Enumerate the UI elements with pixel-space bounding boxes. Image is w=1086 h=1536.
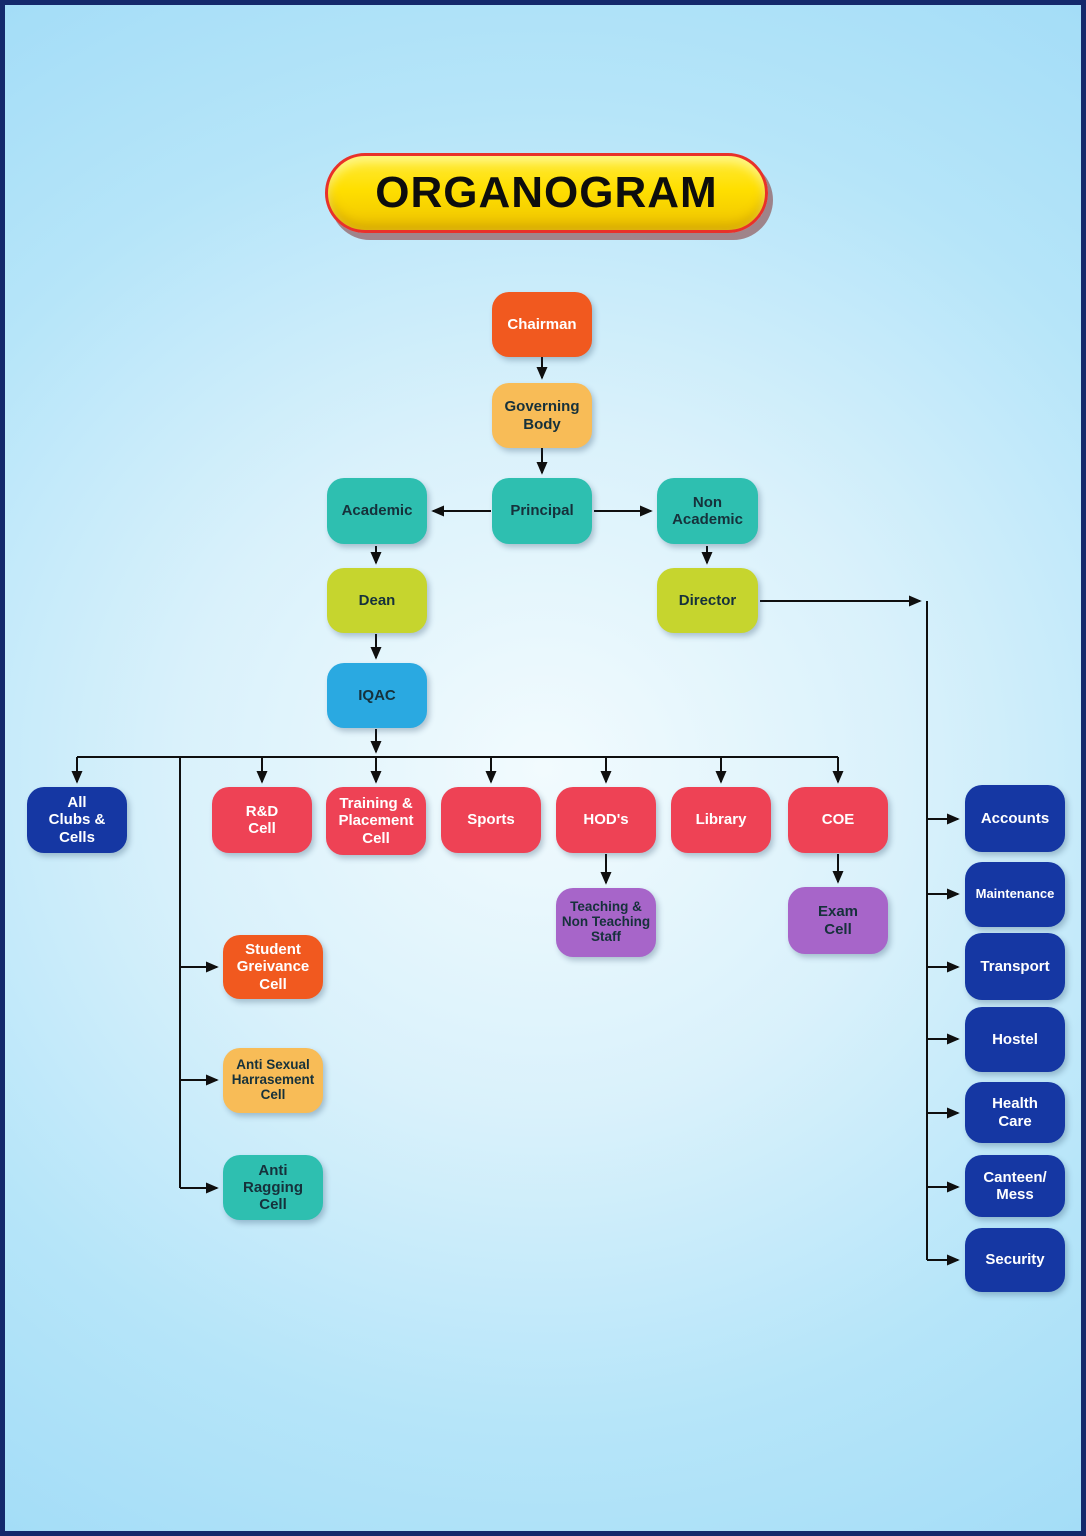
node-coe: COE	[788, 787, 888, 853]
node-chairman: Chairman	[492, 292, 592, 357]
node-sports: Sports	[441, 787, 541, 853]
node-library: Library	[671, 787, 771, 853]
node-maintenance: Maintenance	[965, 862, 1065, 927]
node-health-care: Health Care	[965, 1082, 1065, 1143]
node-accounts: Accounts	[965, 785, 1065, 852]
node-canteen-mess: Canteen/ Mess	[965, 1155, 1065, 1217]
node-rnd-cell: R&D Cell	[212, 787, 312, 853]
node-hods: HOD's	[556, 787, 656, 853]
node-non-academic: Non Academic	[657, 478, 758, 544]
node-teaching-non-teaching-staff: Teaching & Non Teaching Staff	[556, 888, 656, 957]
node-security: Security	[965, 1228, 1065, 1292]
node-hostel: Hostel	[965, 1007, 1065, 1072]
node-anti-sexual-harassment-cell: Anti Sexual Harrasement Cell	[223, 1048, 323, 1113]
node-director: Director	[657, 568, 758, 633]
node-governing-body: Governing Body	[492, 383, 592, 448]
node-anti-ragging-cell: Anti Ragging Cell	[223, 1155, 323, 1220]
node-transport: Transport	[965, 933, 1065, 1000]
node-principal: Principal	[492, 478, 592, 544]
node-training-placement-cell: Training & Placement Cell	[326, 787, 426, 855]
node-dean: Dean	[327, 568, 427, 633]
node-academic: Academic	[327, 478, 427, 544]
node-iqac: IQAC	[327, 663, 427, 728]
node-all-clubs-cells: All Clubs & Cells	[27, 787, 127, 853]
node-student-grievance-cell: Student Greivance Cell	[223, 935, 323, 999]
node-exam-cell: Exam Cell	[788, 887, 888, 954]
connector-lines	[71, 357, 960, 1266]
page-title: ORGANOGRAM	[325, 153, 768, 233]
